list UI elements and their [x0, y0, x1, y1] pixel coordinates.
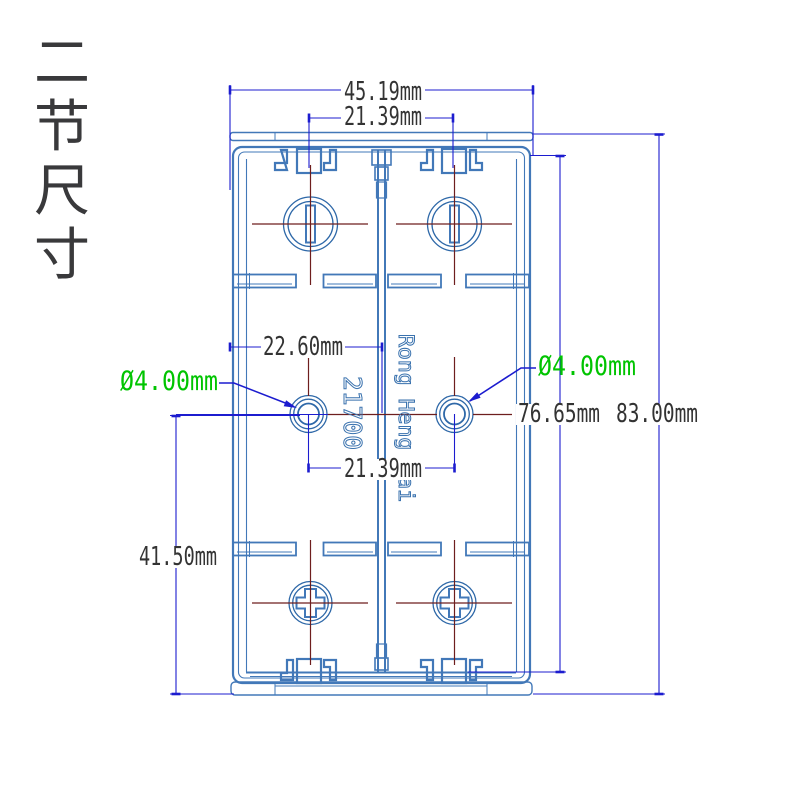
- centerlines: [252, 165, 512, 665]
- title-char: 二: [34, 31, 90, 96]
- dim-hole-bottom-offset: 41.50mm: [139, 542, 217, 572]
- dim-clip-spacing-top: 21.39mm: [344, 102, 422, 132]
- callout-hole-diameter-right: Ø4.00mm: [538, 351, 636, 382]
- dimension-text-masks: [138, 81, 701, 568]
- inner-ribs: [232, 273, 530, 557]
- hole-callout-leaders: [219, 367, 536, 408]
- callout-hole-diameter-left: Ø4.00mm: [120, 366, 218, 397]
- dim-center-offset: 22.60mm: [263, 332, 343, 362]
- dim-inner-height: 76.65mm: [518, 399, 600, 429]
- holder-body-outline: [229, 131, 534, 696]
- center-divider: [371, 149, 392, 672]
- title-char: 节: [34, 95, 90, 160]
- page-title-vertical: 二 节 尺 寸: [30, 32, 94, 288]
- title-char: 尺: [34, 159, 90, 224]
- dim-outer-height: 83.00mm: [616, 399, 698, 429]
- title-char: 寸: [34, 223, 90, 288]
- model-watermark: 21700: [338, 376, 367, 450]
- dim-hole-spacing: 21.39mm: [344, 454, 422, 484]
- dim-outer-width: 45.19mm: [344, 77, 422, 107]
